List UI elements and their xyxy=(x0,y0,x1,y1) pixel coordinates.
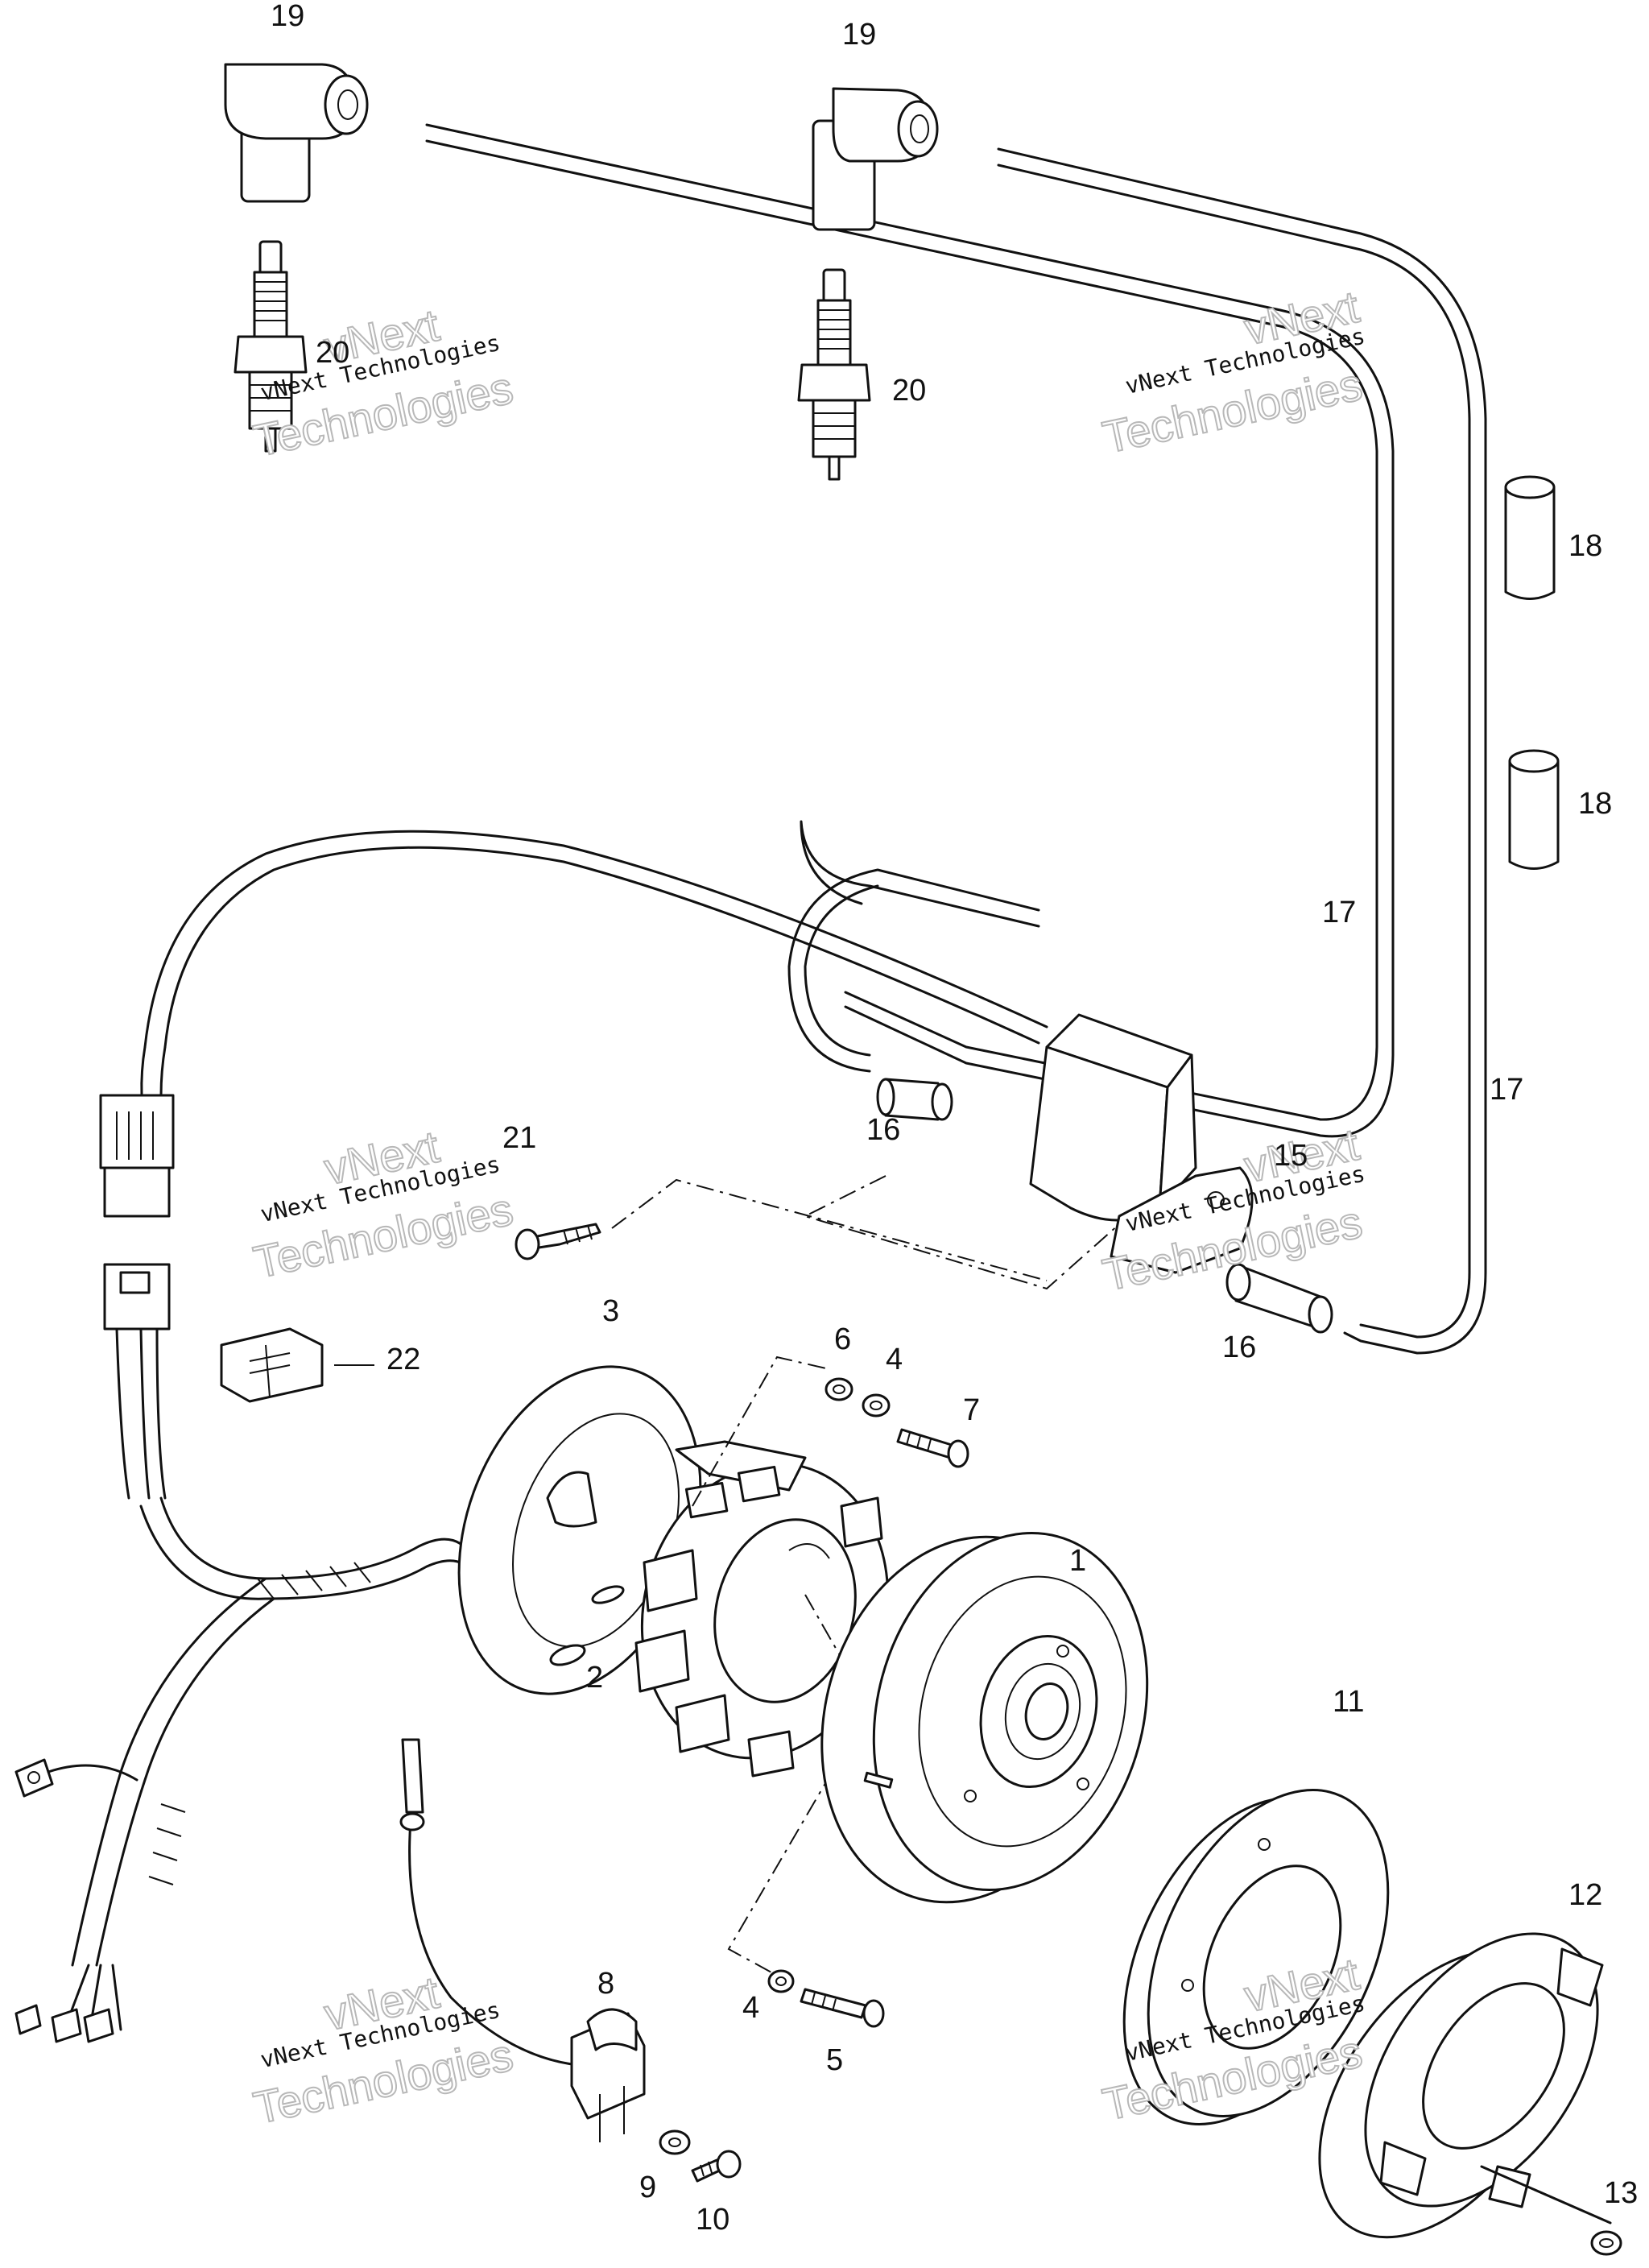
sleeve-upper xyxy=(1504,475,1556,600)
callout-19-right: 19 xyxy=(842,18,876,52)
connector-lower xyxy=(1225,1263,1333,1334)
callout-2: 2 xyxy=(586,1661,603,1695)
ring-11 xyxy=(1122,1789,1390,2125)
callout-3: 3 xyxy=(602,1294,619,1328)
ht-cable-left xyxy=(425,123,1395,1138)
callout-8: 8 xyxy=(597,1967,614,2001)
dash-screw-to-coil xyxy=(611,1175,1120,1290)
callout-9: 9 xyxy=(639,2171,656,2204)
callout-22: 22 xyxy=(386,1343,420,1376)
connector-housing xyxy=(220,1327,374,1403)
spark-plug-right xyxy=(797,268,871,481)
harness-wire-top xyxy=(143,830,1048,1049)
callout-19-left: 19 xyxy=(271,0,304,33)
callout-1: 1 xyxy=(1069,1544,1086,1578)
trigger-coil xyxy=(399,1738,646,2142)
washer-9 xyxy=(659,2129,691,2155)
callout-17-lower: 17 xyxy=(1490,1073,1523,1107)
callout-10: 10 xyxy=(696,2203,729,2237)
screw-10 xyxy=(691,2150,742,2183)
callout-4-lower: 4 xyxy=(742,1991,759,2025)
screw-5 xyxy=(800,1988,885,2028)
wire-loop-to-coil xyxy=(787,820,1040,1073)
harness-connector-lower xyxy=(103,1263,171,1500)
callout-6: 6 xyxy=(834,1322,851,1356)
callout-18-upper: 18 xyxy=(1568,529,1602,563)
watermark-3: vNext vNext Technologies Technologies xyxy=(249,1120,519,1289)
callout-15: 15 xyxy=(1274,1139,1308,1173)
spark-plug-cap-right xyxy=(812,87,939,231)
ignition-coil xyxy=(1029,1013,1254,1274)
stator xyxy=(634,1440,891,1778)
watermark-5: vNext vNext Technologies Technologies xyxy=(249,1966,519,2134)
callout-4-upper: 4 xyxy=(886,1343,903,1376)
clip-13 xyxy=(1480,2165,1622,2256)
harness-connector-upper xyxy=(99,1045,175,1218)
callout-20-left: 20 xyxy=(316,336,349,370)
callout-17-upper: 17 xyxy=(1322,896,1356,929)
washer-4-lower xyxy=(767,1969,795,1993)
dash-plate-to-screw xyxy=(692,1355,871,1974)
flywheel xyxy=(820,1532,1149,1904)
watermark-2: vNext vNext Technologies Technologies xyxy=(1097,280,1367,464)
connector-upper xyxy=(876,1078,953,1121)
callout-11: 11 xyxy=(1333,1685,1364,1719)
sleeve-lower xyxy=(1508,749,1560,870)
callout-5: 5 xyxy=(826,2043,843,2077)
callout-20-right: 20 xyxy=(892,374,926,408)
callout-21: 21 xyxy=(502,1121,536,1155)
callout-16-lower: 16 xyxy=(1222,1331,1256,1364)
wiring-harness xyxy=(14,1496,477,2043)
ht-cable-right xyxy=(997,147,1487,1355)
spark-plug-left xyxy=(234,240,308,453)
callout-13: 13 xyxy=(1604,2176,1638,2210)
starter-cup xyxy=(1318,1932,1604,2239)
callout-18-lower: 18 xyxy=(1578,787,1612,821)
callout-16-upper: 16 xyxy=(866,1113,900,1147)
coil-mounting-screw xyxy=(515,1223,601,1260)
callout-7: 7 xyxy=(963,1393,980,1427)
screw-7 xyxy=(896,1428,969,1468)
callout-12: 12 xyxy=(1568,1878,1602,1912)
washer-4-upper xyxy=(862,1393,891,1418)
spark-plug-cap-left xyxy=(224,63,369,203)
washer-6 xyxy=(824,1377,853,1401)
